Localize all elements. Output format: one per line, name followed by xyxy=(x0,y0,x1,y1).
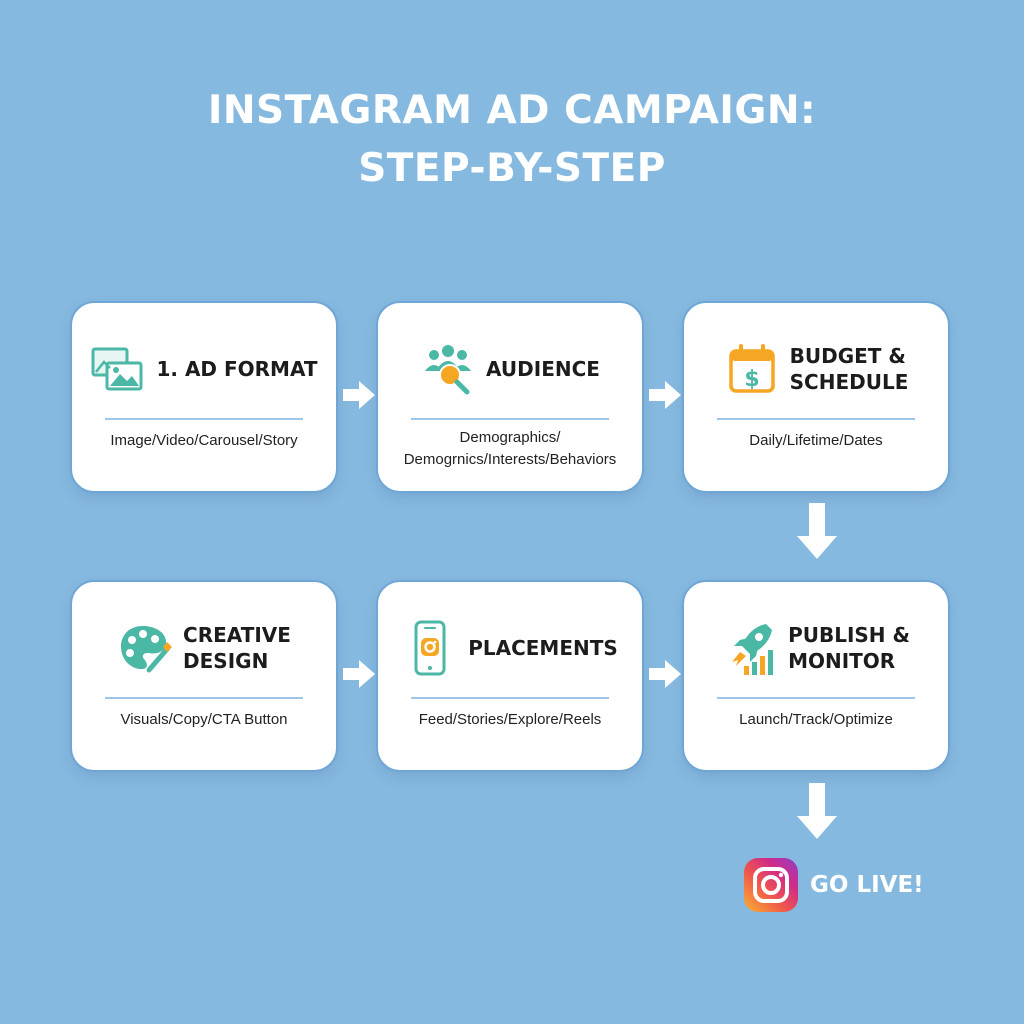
step-description: Feed/Stories/Explore/Reels xyxy=(418,711,602,728)
step-description: Launch/Track/Optimize xyxy=(739,711,893,728)
arrow-right-icon xyxy=(342,659,376,689)
step-title: 1. AD FORMAT xyxy=(156,357,318,381)
svg-text:$: $ xyxy=(744,367,759,392)
card-divider xyxy=(411,418,609,420)
go-live-label: GO LIVE! xyxy=(810,872,924,898)
arrow-right-icon xyxy=(648,659,682,689)
step-description: Daily/Lifetime/Dates xyxy=(749,432,883,449)
budget-calendar-icon: $ xyxy=(724,341,780,397)
rocket-chart-icon xyxy=(722,620,778,676)
card-divider xyxy=(411,697,609,699)
step-title: PUBLISH & MONITOR xyxy=(788,623,910,673)
card-divider xyxy=(105,418,303,420)
step-description: Image/Video/Carousel/Story xyxy=(110,432,298,449)
palette-brush-icon xyxy=(117,620,173,676)
arrow-down-icon xyxy=(796,502,838,560)
go-live-badge: GO LIVE! xyxy=(744,858,924,912)
arrow-right-icon xyxy=(342,380,376,410)
phone-placement-icon xyxy=(402,620,458,676)
card-divider xyxy=(105,697,303,699)
arrow-down-icon xyxy=(796,782,838,840)
step-title: BUDGET & SCHEDULE xyxy=(789,344,909,394)
audience-search-icon xyxy=(420,341,476,397)
instagram-logo-icon xyxy=(744,858,798,912)
step-card-ad-format: 1. AD FORMAT Image/Video/Carousel/Story xyxy=(72,303,336,491)
step-title: CREATIVE DESIGN xyxy=(183,623,291,673)
step-card-creative-design: CREATIVE DESIGN Visuals/Copy/CTA Button xyxy=(72,582,336,770)
step-description: Demographics/ Demogrnics/Interests/Behav… xyxy=(403,429,617,468)
step-description: Visuals/Copy/CTA Button xyxy=(120,711,288,728)
step-card-publish-monitor: PUBLISH & MONITOR Launch/Track/Optimize xyxy=(684,582,948,770)
page-title-line-1: INSTAGRAM AD CAMPAIGN: xyxy=(207,88,817,133)
image-gallery-icon xyxy=(90,341,146,397)
page-title-line-2: STEP-BY-STEP xyxy=(358,146,666,191)
step-title: AUDIENCE xyxy=(486,357,600,381)
card-divider xyxy=(717,418,915,420)
step-card-audience: AUDIENCE Demographics/ Demogrnics/Intere… xyxy=(378,303,642,491)
arrow-right-icon xyxy=(648,380,682,410)
step-card-placements: PLACEMENTS Feed/Stories/Explore/Reels xyxy=(378,582,642,770)
step-title: PLACEMENTS xyxy=(468,636,618,660)
step-card-budget-schedule: $ BUDGET & SCHEDULE Daily/Lifetime/Dates xyxy=(684,303,948,491)
card-divider xyxy=(717,697,915,699)
